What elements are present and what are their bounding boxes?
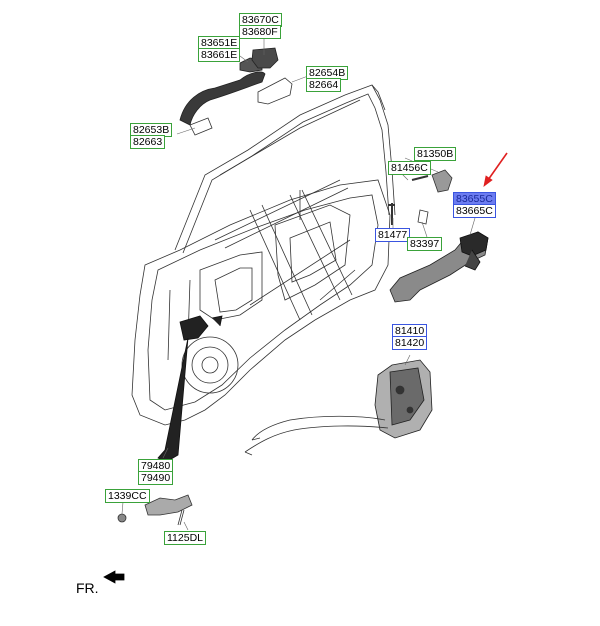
part-label-1125DL[interactable]: 1125DL — [164, 531, 207, 545]
inside-handle — [389, 231, 489, 303]
part-label-82664[interactable]: 82664 — [306, 78, 342, 92]
part-label-82653B[interactable]: 82653B — [130, 123, 173, 137]
front-direction-label: FR. — [76, 580, 99, 596]
pointer-arrow — [483, 152, 508, 187]
part-label-79490[interactable]: 79490 — [138, 471, 174, 485]
part-label-81456C[interactable]: 81456C — [388, 161, 431, 175]
part-label-83665C[interactable]: 83665C — [453, 204, 496, 218]
door-checker — [157, 315, 223, 463]
door-inner-panel — [131, 179, 391, 426]
part-label-81420[interactable]: 81420 — [392, 336, 428, 350]
door-frame — [174, 84, 396, 254]
part-label-83661E[interactable]: 83661E — [198, 48, 241, 62]
part-label-83655C[interactable]: 83655C — [453, 192, 496, 206]
door-latch — [374, 359, 433, 439]
child-lock-parts — [388, 169, 453, 225]
part-label-1339CC[interactable]: 1339CC — [105, 489, 150, 503]
part-label-83680F[interactable]: 83680F — [239, 25, 281, 39]
part-label-79480[interactable]: 79480 — [138, 459, 174, 473]
part-label-81477[interactable]: 81477 — [375, 228, 411, 242]
outside-handle — [179, 47, 293, 136]
door-hinge — [117, 494, 193, 526]
part-label-83397[interactable]: 83397 — [407, 237, 443, 251]
front-direction-arrow-icon — [103, 570, 125, 584]
window-regulator — [214, 179, 353, 321]
part-label-82663[interactable]: 82663 — [130, 135, 166, 149]
latch-cables — [244, 415, 389, 456]
part-label-83670C[interactable]: 83670C — [239, 13, 282, 27]
leader-lines — [121, 38, 476, 531]
part-label-81350B[interactable]: 81350B — [414, 147, 457, 161]
